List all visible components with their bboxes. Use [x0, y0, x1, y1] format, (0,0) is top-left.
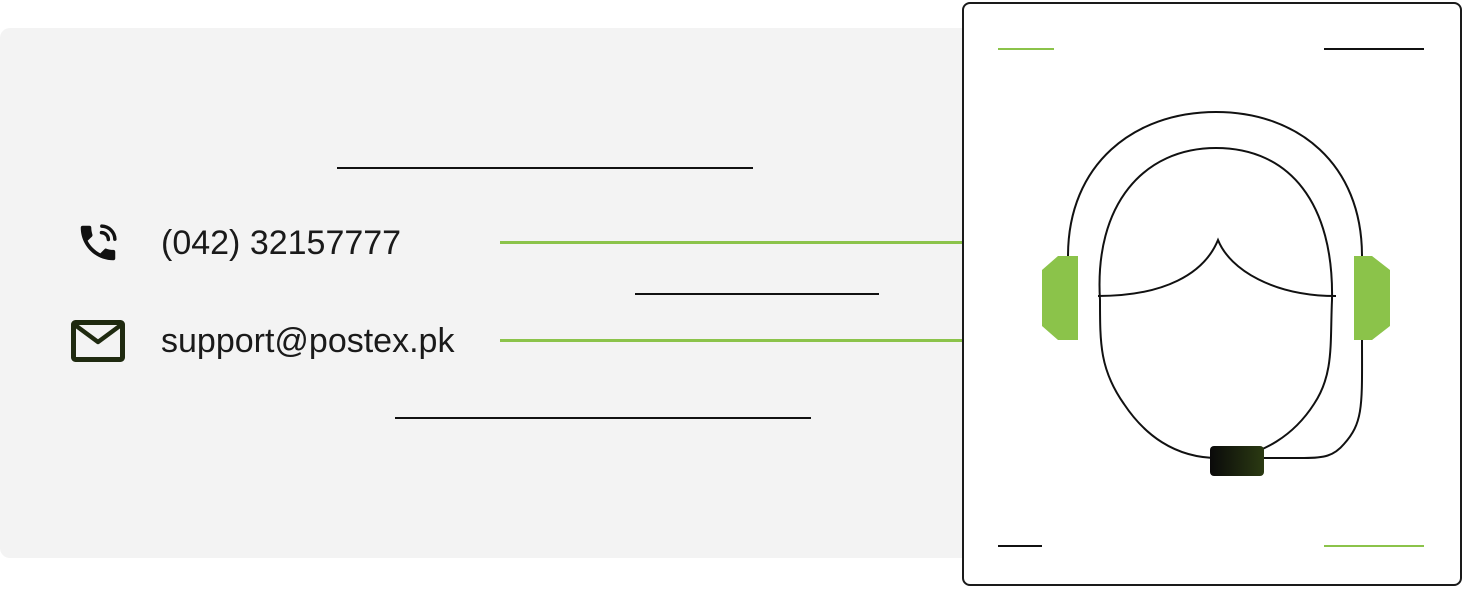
- phone-connector-line: [500, 241, 1004, 244]
- support-agent-headset-icon: [1034, 104, 1394, 489]
- corner-line-bottom-right: [1324, 545, 1424, 547]
- phone-number[interactable]: (042) 32157777: [161, 224, 402, 262]
- decorative-line-bottom: [395, 417, 811, 419]
- mail-envelope-icon: [70, 316, 126, 366]
- decorative-line-top: [337, 167, 753, 169]
- corner-line-top-right: [1324, 48, 1424, 50]
- support-illustration-card: [962, 2, 1462, 586]
- corner-line-top-left: [998, 48, 1054, 50]
- decorative-line-middle: [635, 293, 879, 295]
- corner-line-bottom-left: [998, 545, 1042, 547]
- phone-call-icon: [70, 218, 126, 268]
- email-address[interactable]: support@postex.pk: [161, 322, 455, 360]
- email-connector-line: [500, 339, 1004, 342]
- email-contact-row[interactable]: support@postex.pk: [0, 316, 980, 366]
- phone-contact-row[interactable]: (042) 32157777: [0, 218, 980, 268]
